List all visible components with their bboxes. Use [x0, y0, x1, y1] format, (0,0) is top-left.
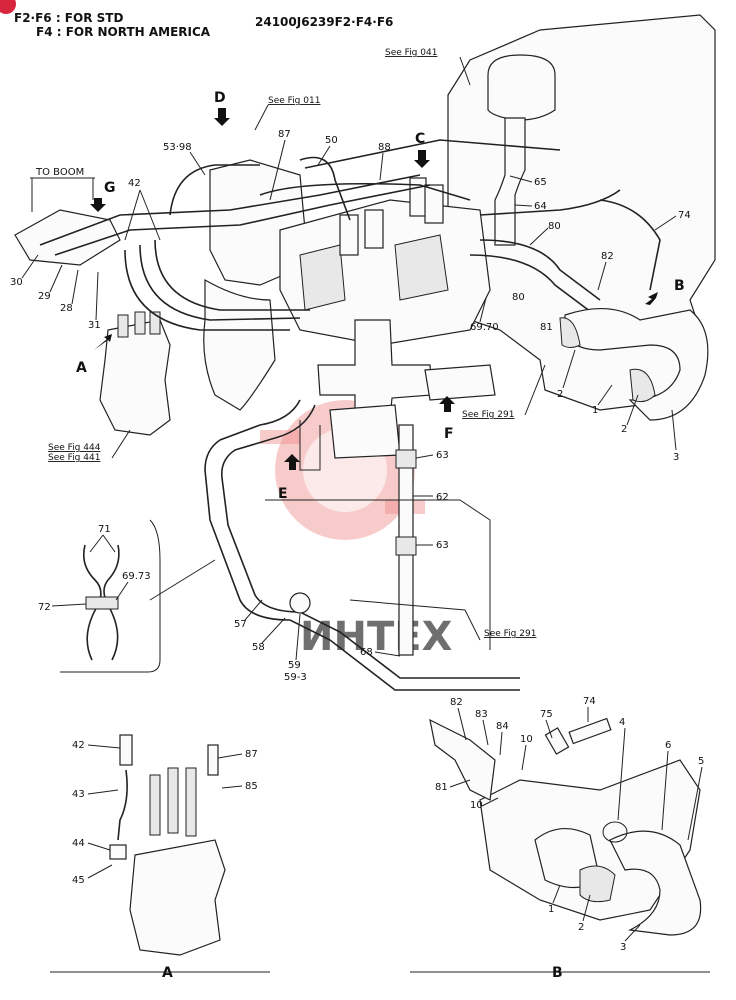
main-assembly — [14, 14, 716, 691]
view-letter-e: E — [278, 486, 288, 502]
part-label: 30 — [10, 277, 23, 288]
ref-fig-444: See Fig 444 — [48, 443, 101, 453]
part-label: 2 — [557, 389, 563, 400]
part-label: 42 — [72, 740, 85, 751]
part-label: 69.73 — [122, 571, 151, 582]
part-label: 71 — [98, 524, 111, 535]
part-label: 87 — [245, 749, 258, 760]
part-label: 28 — [60, 303, 73, 314]
ref-fig-291-lower: See Fig 291 — [484, 629, 536, 639]
part-label: 80 — [548, 221, 561, 232]
part-label: 50 — [325, 135, 338, 146]
part-label: 43 — [72, 789, 85, 800]
part-label: 45 — [72, 875, 85, 886]
drawing-code: 24100J6239F2·F4·F6 — [255, 15, 393, 29]
part-label: 75 — [540, 709, 553, 720]
part-label: 57 — [234, 619, 247, 630]
part-label: 59 — [288, 660, 301, 671]
part-label: 85 — [245, 781, 258, 792]
view-letter-c: C — [415, 131, 425, 147]
header: F2·F6 : FOR STD F4 : FOR NORTH AMERICA 2… — [0, 0, 393, 39]
part-label: 2 — [578, 922, 584, 933]
part-label: 53·98 — [163, 142, 192, 153]
part-label: 72 — [38, 602, 51, 613]
section-b-detail — [410, 717, 710, 973]
view-letter-f: F — [444, 426, 454, 442]
section-a-detail — [50, 734, 270, 973]
part-label: 3 — [673, 452, 679, 463]
header-line-1: F2·F6 : FOR STD — [14, 11, 123, 25]
part-label: 63 — [436, 450, 449, 461]
part-label: 87 — [278, 129, 291, 140]
part-label: 1 — [548, 904, 554, 915]
part-label: 74 — [583, 696, 596, 707]
to-boom-label: TO BOOM — [35, 167, 84, 178]
part-label: 58 — [252, 642, 265, 653]
part-label: 74 — [678, 210, 691, 221]
view-letter-b: B — [674, 278, 685, 294]
corner-badge — [0, 0, 16, 14]
part-label: 2 — [621, 424, 627, 435]
part-callouts: 53·98 87 50 88 65 64 74 80 82 81 69.70 8… — [10, 129, 704, 953]
ref-fig-441: See Fig 441 — [48, 453, 100, 463]
part-label: 84 — [496, 721, 509, 732]
part-label: 62 — [436, 492, 449, 503]
part-label: 82 — [601, 251, 614, 262]
part-label: 1 — [592, 405, 598, 416]
view-arrows — [90, 108, 658, 470]
part-label: 29 — [38, 291, 51, 302]
part-label: 82 — [450, 697, 463, 708]
part-label: 63 — [436, 540, 449, 551]
part-label: 10 — [470, 800, 483, 811]
part-label: 31 — [88, 320, 101, 331]
clamp-detail-inset — [60, 519, 216, 673]
part-label: 88 — [378, 142, 391, 153]
part-label: 3 — [620, 942, 626, 953]
part-label: 68 — [360, 647, 373, 658]
part-label: 80 — [512, 292, 525, 303]
header-line-2: F4 : FOR NORTH AMERICA — [36, 25, 211, 39]
part-label: 42 — [128, 178, 141, 189]
view-letter-d: D — [214, 90, 226, 106]
part-label: 6 — [665, 740, 671, 751]
part-label: 4 — [619, 717, 625, 728]
ref-fig-011: See Fig 011 — [268, 96, 320, 106]
view-letter-g: G — [104, 180, 116, 196]
part-label: 10 — [520, 734, 533, 745]
part-label: 44 — [72, 838, 85, 849]
part-label: 83 — [475, 709, 488, 720]
view-letter-a: A — [76, 360, 87, 376]
section-label-a: A — [162, 965, 173, 981]
part-label: 69.70 — [470, 322, 499, 333]
section-label-b: B — [552, 965, 563, 981]
part-label: 5 — [698, 756, 704, 767]
part-label: 81 — [540, 322, 553, 333]
part-label: 81 — [435, 782, 448, 793]
ref-fig-041: See Fig 041 — [385, 48, 437, 58]
part-label: 64 — [534, 201, 547, 212]
ref-fig-291-upper: See Fig 291 — [462, 410, 514, 420]
part-label: 65 — [534, 177, 547, 188]
part-label: 59-3 — [284, 672, 307, 683]
